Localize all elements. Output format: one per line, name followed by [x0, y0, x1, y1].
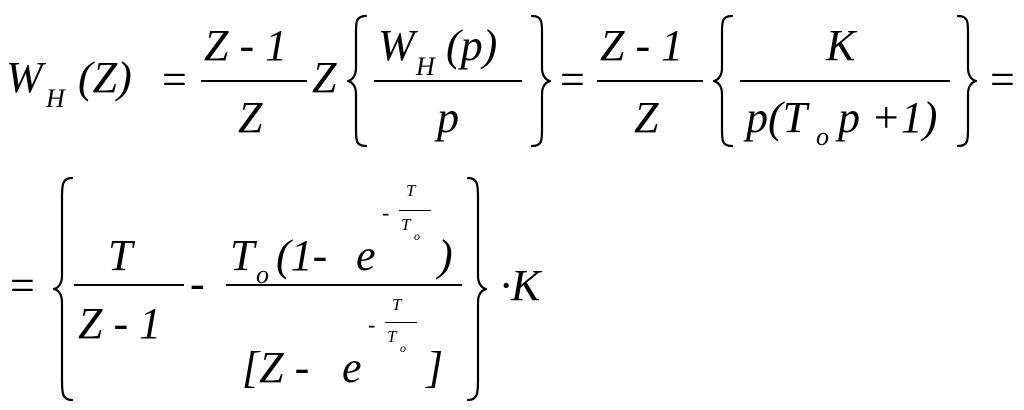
fractionB-den-close: ] [426, 343, 444, 392]
argument-z: (Z) [78, 53, 132, 102]
lower-exponent-numerator: T [392, 295, 402, 314]
fraction3-bar [597, 80, 703, 82]
fraction2-bar [374, 80, 522, 82]
left-brace-2 [712, 14, 734, 148]
fraction4-bar [740, 80, 950, 82]
fraction3-numerator: Z - 1 [600, 21, 684, 70]
lower-exponent-bar [385, 322, 417, 323]
w-symbol: W [6, 53, 43, 102]
left-brace-1 [346, 14, 368, 148]
upper-exponent-subscript-o: o [414, 229, 420, 243]
fractionB-close-paren: ) [438, 231, 453, 280]
upper-exponent-numerator: T [406, 181, 416, 200]
fraction2-w-symbol: W [378, 21, 415, 70]
minus-sign: - [190, 259, 205, 308]
fractionB-subscript-o: o [256, 260, 269, 289]
equals-sign-2: = [560, 55, 585, 104]
fractionB-den-open: [Z - [242, 343, 310, 392]
equals-sign-4: = [10, 261, 35, 310]
lower-exponent-subscript-o: o [400, 341, 406, 355]
fraction2-denominator: p [437, 93, 459, 142]
fraction2-w-subscript-h: H [416, 52, 435, 81]
fractionB-bar [226, 284, 462, 286]
fraction4-denominator-end: p +1) [838, 93, 938, 142]
lower-exponent-denominator: T [387, 327, 397, 346]
equals-sign-1: = [162, 55, 187, 104]
fractionA-numerator: T [108, 231, 133, 280]
equals-sign-3: = [990, 55, 1015, 104]
fractionA-bar [74, 284, 184, 286]
right-brace-2 [956, 14, 978, 148]
fraction3-denominator: Z [634, 93, 659, 142]
upper-exponent-minus: - [382, 200, 390, 225]
fractionB-den-e-symbol: e [342, 343, 362, 392]
fraction1-denominator: Z [238, 93, 263, 142]
z-transform-operator: Z [312, 53, 337, 102]
w-subscript-h: H [46, 84, 65, 113]
fraction2-argument-p: (p) [446, 21, 498, 70]
fractionA-denominator: Z - 1 [78, 299, 162, 348]
fraction4-numerator: K [826, 21, 856, 70]
fraction1-numerator: Z - 1 [204, 21, 288, 70]
fraction4-subscript-o: o [816, 122, 829, 151]
upper-exponent-denominator: T [401, 215, 411, 234]
multiply-k: ·K [500, 261, 541, 310]
fractionB-t-symbol: T [230, 231, 255, 280]
upper-exponent-bar [399, 210, 431, 211]
right-brace-1 [530, 14, 552, 148]
fractionB-e-symbol: e [356, 231, 376, 280]
right-brace-3 [466, 176, 488, 402]
fraction4-denominator-start: p(T [746, 93, 808, 142]
left-brace-3 [52, 176, 74, 402]
fraction1-bar [201, 80, 307, 82]
lower-exponent-minus: - [368, 312, 376, 337]
fractionB-open-paren: (1- [276, 231, 328, 280]
